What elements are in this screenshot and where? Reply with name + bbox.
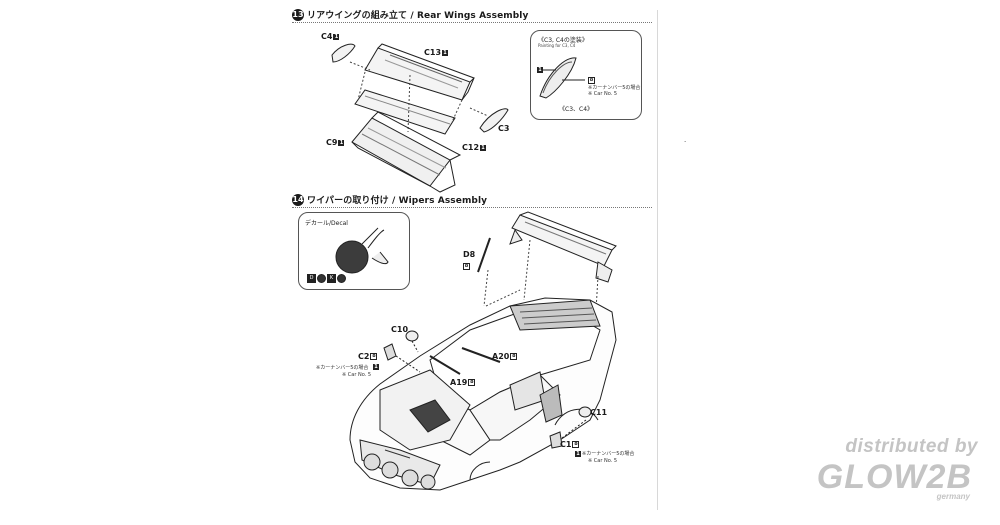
step13-rule	[292, 22, 652, 23]
watermark-line1: distributed by	[845, 436, 978, 457]
decal-symbol-dot1	[317, 274, 326, 283]
c4-part	[331, 43, 356, 63]
mounted-rear-wing	[509, 211, 617, 283]
stray-mark: ·	[684, 138, 687, 146]
car-body	[349, 297, 617, 491]
step14-title: ワイパーの取り付け / Wipers Assembly	[307, 196, 488, 206]
c9-part	[351, 111, 462, 193]
callout-badge-dark: 1	[537, 67, 543, 73]
note-c2-line2: ※ Car No. 5	[342, 372, 372, 378]
callout-title: 《C3, C4の塗装》	[538, 37, 588, 44]
step13-number: 13	[292, 8, 304, 21]
decal-symbols: D K	[307, 274, 346, 283]
watermark-logo: GLOW2B	[816, 458, 972, 496]
painting-callout: 《C3, C4の塗装》 Painting for C3, C4 《C3、C4》 …	[530, 30, 642, 120]
label-c11: C11	[590, 408, 608, 417]
label-d8-badge: 8	[463, 263, 470, 270]
c12-part	[354, 89, 456, 135]
c13-part	[364, 43, 475, 101]
c2-part	[383, 343, 397, 361]
callout-badge-outline: 8	[588, 77, 595, 84]
watermark-line3: germany	[936, 492, 970, 501]
decal-symbol-k: K	[327, 274, 336, 283]
callout-footer: 《C3、C4》	[559, 106, 594, 113]
step14-rule	[292, 207, 652, 208]
d8-part	[477, 237, 491, 273]
page-edge-line	[657, 10, 658, 510]
step13-header: 13 リアウイングの組み立て / Rear Wings Assembly	[292, 8, 528, 21]
label-c1-badge2: 1	[575, 451, 581, 457]
callout-subtitle: Painting for C3, C4	[538, 43, 576, 48]
note-c1-line1: ※カーナンバー5の場合	[582, 451, 635, 457]
label-c10: C10	[391, 325, 409, 334]
label-c2-badge2: 1	[373, 364, 379, 370]
step14-number: 14	[292, 193, 304, 206]
decal-symbol-d: D	[307, 274, 316, 283]
step14-header: 14 ワイパーの取り付け / Wipers Assembly	[292, 193, 487, 206]
step13-title: リアウイングの組み立て / Rear Wings Assembly	[307, 11, 529, 21]
a19-part	[429, 355, 461, 375]
note-c1-line2: ※ Car No. 5	[588, 458, 618, 464]
callout-note-line2: ※ Car No. 5	[588, 91, 618, 97]
callout-note-line1: ※カーナンバー5の場合	[588, 85, 641, 91]
decal-title: デカール/Decal	[305, 220, 348, 227]
note-c2-line1: ※カーナンバー5の場合	[316, 365, 369, 371]
label-c3: C3	[498, 124, 510, 133]
decal-symbol-dot2	[337, 274, 346, 283]
label-d8: D8	[463, 250, 476, 259]
